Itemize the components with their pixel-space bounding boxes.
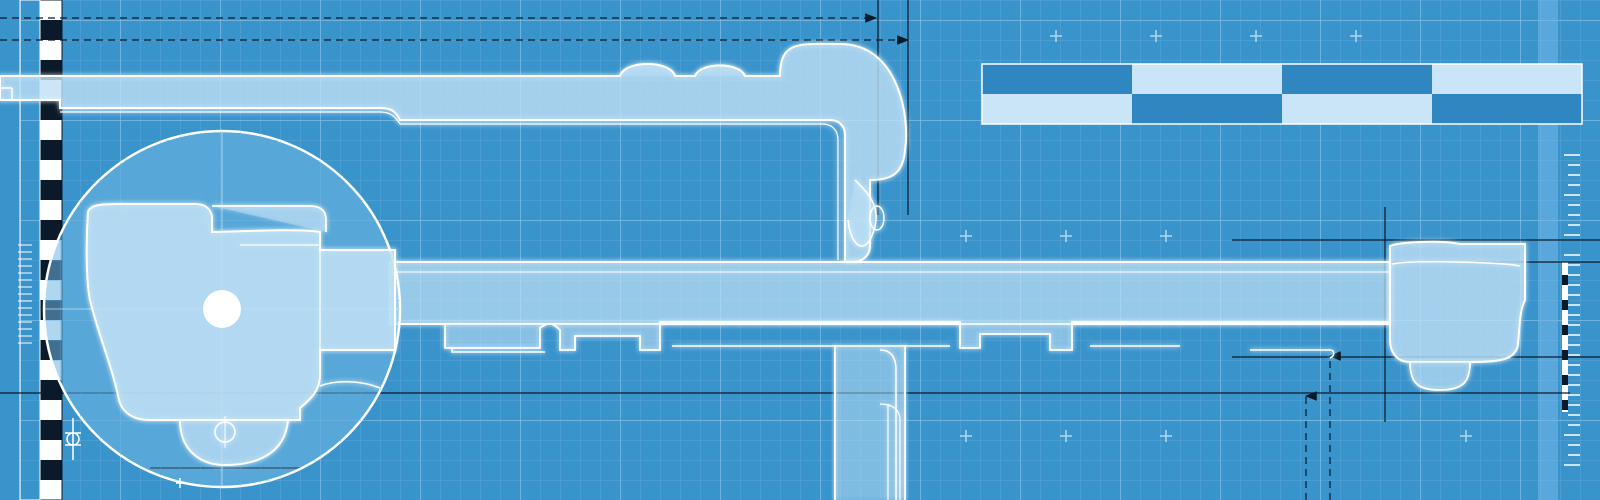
upper-lever: [0, 42, 908, 263]
right-head-block: [1389, 240, 1526, 391]
right-ruler: [1538, 0, 1580, 500]
circle-hole-icon: [203, 290, 241, 328]
main-bar: [389, 261, 1391, 359]
grid-crosshairs: [960, 30, 1472, 442]
fastener-symbol: [65, 418, 184, 488]
vertical-post: [834, 179, 906, 500]
scale-table: [981, 63, 1583, 125]
detail-circle: [42, 129, 402, 489]
